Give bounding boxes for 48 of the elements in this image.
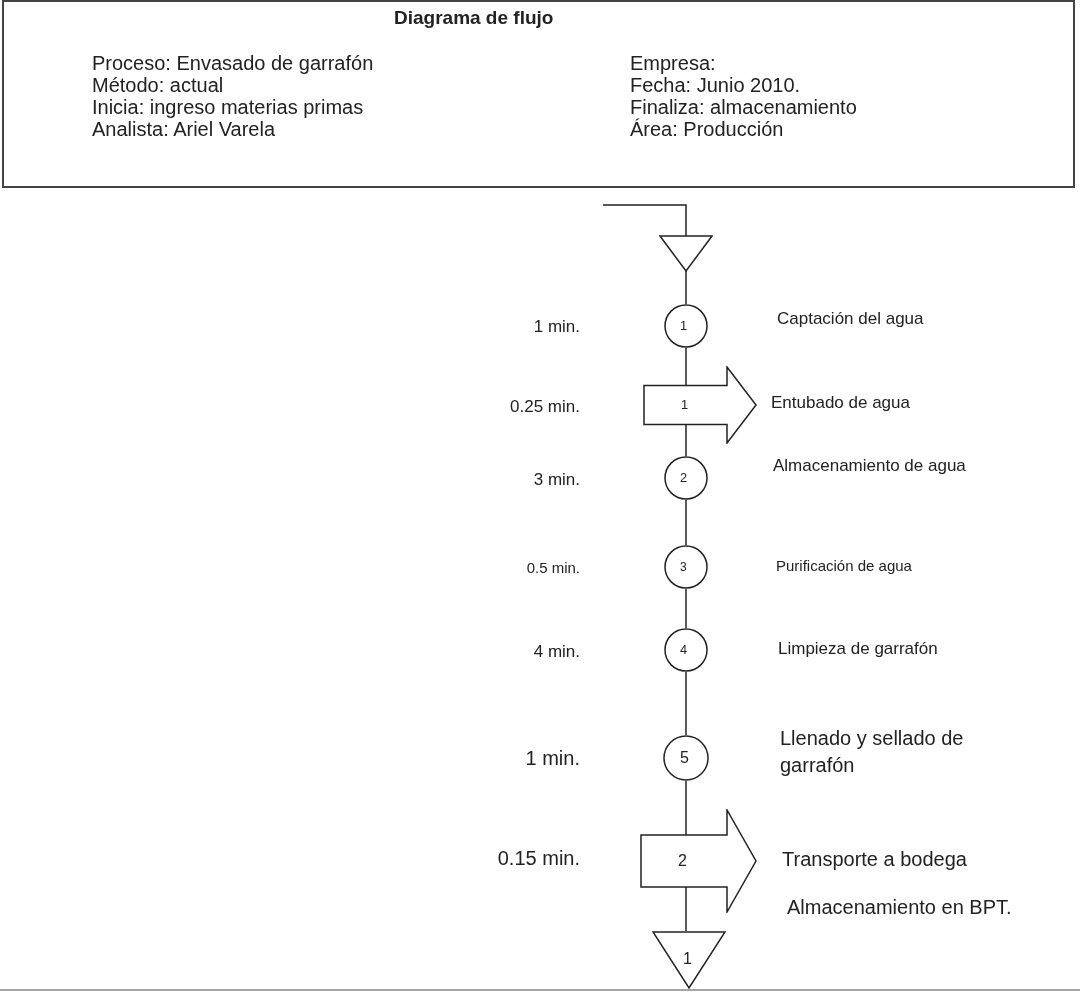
operation-symbol: [664, 456, 708, 500]
step-description: Limpieza de garrafón: [778, 638, 939, 660]
header-field: Inicia: ingreso materias primas: [92, 96, 630, 118]
header-field: Método: actual: [92, 74, 630, 96]
duration-label: 4 min.: [532, 642, 580, 663]
transport-symbol: [640, 809, 757, 913]
symbol-number: 2: [678, 851, 687, 871]
header-field: Analista: Ariel Varela: [92, 118, 630, 140]
symbol-number: 2: [680, 469, 688, 488]
symbol-number: 1: [683, 949, 692, 970]
diagram-heading: Diagrama de flujo: [394, 6, 554, 30]
header-field: Proceso: Envasado de garrafón: [92, 52, 630, 74]
symbol-number: 3: [680, 559, 687, 576]
duration-label: 0.25 min.: [509, 397, 580, 418]
duration-label: 1 min.: [532, 317, 580, 338]
operation-symbol: [664, 628, 708, 672]
operation-symbol: [664, 304, 708, 348]
header-box: [2, 0, 1075, 188]
symbol-number: 1: [680, 317, 688, 336]
step-description: Transporte a bodega: [782, 847, 968, 872]
header-field: Empresa:: [630, 52, 1030, 74]
symbol-number: 4: [680, 641, 688, 660]
symbol-number: 5: [680, 748, 689, 768]
duration-label: 1 min.: [524, 746, 580, 770]
header-field: Fecha: Junio 2010.: [630, 74, 1030, 96]
step-description: Captación del agua: [777, 308, 925, 330]
storage-symbol: [652, 931, 726, 989]
operation-symbol: [663, 735, 709, 781]
duration-label: 3 min.: [532, 470, 580, 491]
header-field: Área: Producción: [630, 118, 1030, 140]
flow-line: [685, 671, 687, 736]
operation-symbol: [664, 545, 708, 589]
step-description: Llenado y sellado de garrafón: [780, 726, 965, 778]
flow-line: [685, 780, 687, 836]
flow-line: [685, 886, 687, 932]
symbol-number: 1: [681, 396, 689, 415]
duration-label: 0.5 min.: [525, 559, 580, 577]
step-description: Purificación de agua: [776, 556, 913, 576]
step-description: Entubado de agua: [771, 392, 911, 414]
storage-symbol: [659, 235, 713, 272]
duration-label: 0.15 min.: [496, 846, 580, 870]
flow-line: [685, 499, 687, 546]
header-field: Finaliza: almacenamiento: [630, 96, 1030, 118]
step-description: Almacenamiento de agua: [773, 455, 967, 477]
transport-symbol: [643, 366, 757, 444]
flow-line: [685, 588, 687, 629]
step-description: Almacenamiento en BPT.: [787, 895, 1013, 920]
flow-line: [602, 204, 687, 236]
